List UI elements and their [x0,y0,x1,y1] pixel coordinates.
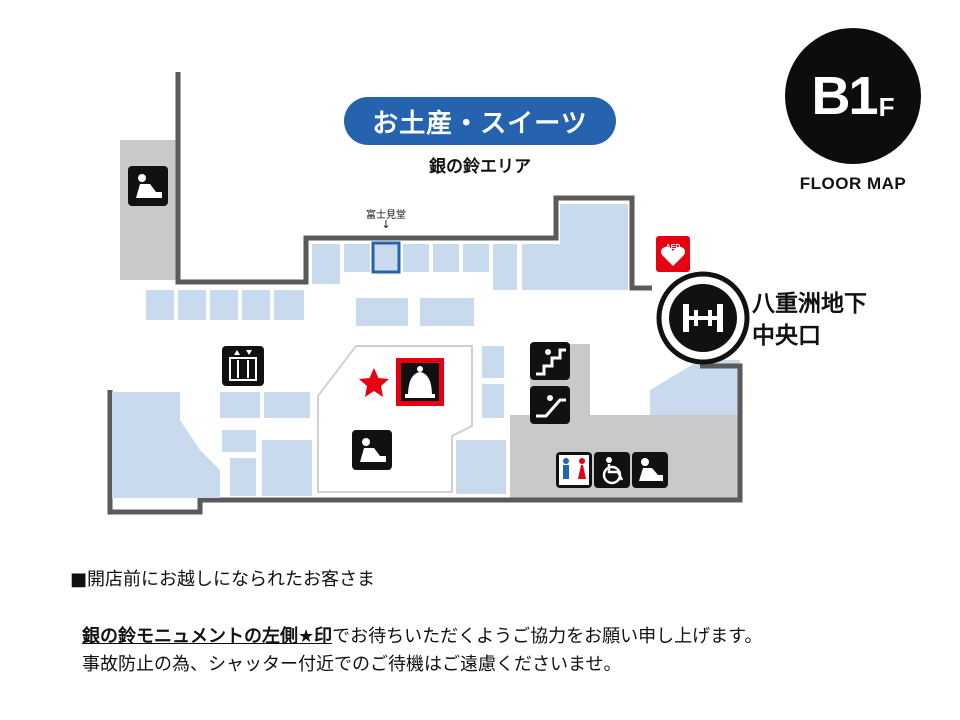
shop-marker-arrow: ↓ [381,218,391,231]
shop-block-ne [522,204,628,290]
floor-map-caption: FLOOR MAP [799,174,907,193]
aed-icon [656,236,690,272]
shop-block [220,392,260,418]
notice-line2: 事故防止の為、シャッター付近でのご待機はご遠慮くださいませ。 [82,654,622,675]
meeting-point-star-icon [359,368,389,397]
area-subtitle: 銀の鈴エリア [429,157,531,177]
notice-emphasis: 銀の鈴モニュメントの左側★印 [82,626,333,647]
notice-line1-rest: でお待ちいただくようご協力をお願い申し上げます。 [332,626,763,647]
stairs-icon [530,342,570,380]
shop-marker-name: 富士見堂 [366,210,406,221]
shop-block [230,458,256,496]
shop-block [493,244,517,290]
nursing-room-icon [128,166,168,206]
exit-name: 八重洲地下 中央口 [752,288,867,352]
floor-suffix: F [878,91,895,122]
floor-number: B1 [811,66,879,126]
shop-block [274,290,304,320]
shop-block [482,346,504,378]
elevator-icon [222,346,264,386]
service-area-left [120,140,176,280]
wall-outline-lower [107,363,743,515]
shop-block [403,244,429,272]
notice-heading: ■開店前にお越しになられたお客さま [70,569,376,590]
shop-block [262,440,312,496]
nursing-room-icon [352,430,392,470]
service-area-east [650,360,740,415]
exit-name-line2: 中央口 [752,323,821,349]
shop-block [222,430,256,452]
shop-block [356,298,408,326]
shop-block [264,392,310,418]
notice-line1: 銀の鈴モニュメントの左側★印でお待ちいただくようご協力をお願い申し上げます。 [82,622,762,648]
exit-name-line1: 八重洲地下 [752,291,867,317]
shop-block [433,244,459,272]
shop-block [456,440,506,494]
wall-outline [175,72,652,291]
restroom-icon [556,452,592,488]
shop-fujimido [371,241,401,274]
shop-block [210,290,238,320]
escalator-icon [530,386,570,424]
exit-icon [656,271,750,365]
silver-bell-icon [396,358,444,406]
shop-block [146,290,174,320]
shop-block [178,290,206,320]
shop-block [463,244,489,272]
shop-block [420,298,474,326]
shop-block [482,384,504,418]
shop-block [344,244,370,272]
floor-badge: B1 F [785,28,921,164]
accessible-icon [594,452,630,488]
nursing-room-icon [632,452,668,488]
shop-block [312,244,340,284]
shop-block-west [112,392,220,498]
shop-block [242,290,270,320]
aed-label: AED [666,244,681,251]
central-plaza [317,345,473,493]
area-title: お土産・スイーツ [344,97,616,145]
